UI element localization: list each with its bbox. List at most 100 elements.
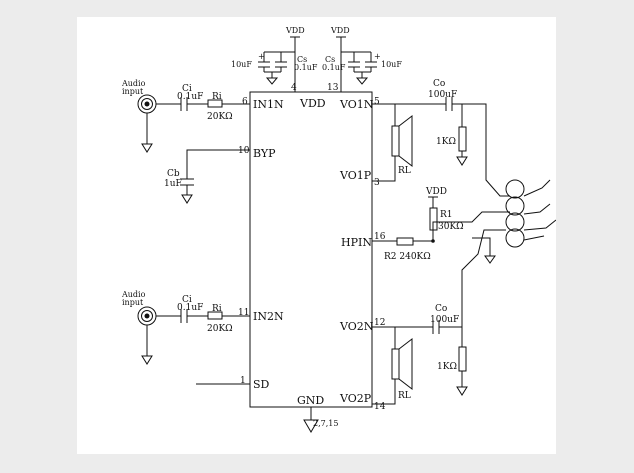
speaker-rl-top xyxy=(391,114,413,168)
wire-vo2n xyxy=(372,326,463,347)
label-rl-top: RL xyxy=(398,166,411,176)
pin-number-12: 12 xyxy=(374,318,385,328)
pin-number-4: 4 xyxy=(291,83,297,93)
label-ci-top-value: 0.1uF xyxy=(177,92,203,102)
pin-number-16: 16 xyxy=(374,232,386,242)
capacitor-cs-left xyxy=(275,52,287,72)
wire-jack-sense xyxy=(472,237,491,256)
pin-label-byp: BYP xyxy=(253,147,276,160)
pin-number-14: 14 xyxy=(374,402,386,412)
svg-text:+: + xyxy=(258,52,265,61)
ic-body xyxy=(249,91,373,408)
wire-vo1n xyxy=(372,103,463,127)
label-co-bottom-value: 100uF xyxy=(430,315,459,325)
label-ri-bottom-name: Ri xyxy=(212,304,222,314)
wire-speaker-bottom xyxy=(372,327,396,405)
pin-number-3: 3 xyxy=(374,178,380,188)
label-cs-left-value: 0.1uF xyxy=(294,63,318,72)
label-10uf-left: 10uF xyxy=(231,60,252,69)
ground-decouple-right xyxy=(354,71,371,85)
label-10uf-right: 10uF xyxy=(381,60,402,69)
label-co-top-name: Co xyxy=(433,79,445,89)
pin-label-vo1n: VO1N xyxy=(339,98,374,111)
capacitor-10uf-right: + xyxy=(365,52,381,72)
label-1k-bottom: 1KΩ xyxy=(437,362,457,372)
wire-hpin-to-jack xyxy=(432,211,510,241)
pin-number-11: 11 xyxy=(238,308,249,318)
wire-byp xyxy=(186,149,250,179)
audio-input-top-line2: input xyxy=(122,87,144,96)
label-rl-bottom: RL xyxy=(398,391,411,401)
pin-label-vo2n: VO2N xyxy=(339,320,374,333)
pin-label-vo2p: VO2P xyxy=(339,392,372,405)
ground-input-top xyxy=(141,113,153,153)
audio-input-jack-top xyxy=(137,94,157,114)
label-ci-bottom-value: 0.1uF xyxy=(177,303,203,313)
label-ci-bottom-name: Ci xyxy=(182,295,192,305)
pin-label-hpin: HPIN xyxy=(341,236,372,249)
pin-number-13: 13 xyxy=(327,83,339,93)
wire-out-bottom-to-jack xyxy=(461,229,506,327)
label-cs-right-name: Cs xyxy=(325,55,335,64)
wire-speaker-top xyxy=(372,104,396,182)
capacitor-10uf-left: + xyxy=(258,52,270,72)
resistor-ri-bottom xyxy=(207,311,223,320)
label-ri-top-value: 20KΩ xyxy=(207,112,233,122)
label-cs-left-name: Cs xyxy=(297,55,307,64)
pin-number-1: 1 xyxy=(240,376,246,386)
wire-vdd-left xyxy=(290,36,300,92)
pin-label-sd: SD xyxy=(253,378,270,391)
ground-input-bottom xyxy=(141,325,153,365)
svg-text:+: + xyxy=(374,52,381,61)
audio-input-bottom-line2: input xyxy=(122,298,144,307)
resistor-r2 xyxy=(396,237,414,246)
wire-vdd-r1 xyxy=(428,196,438,208)
label-cb-value: 1uF xyxy=(164,179,182,189)
label-r1-name: R1 xyxy=(440,210,453,220)
schematic-sheet: IN1N VDD VO1N BYP VO1P HPIN IN2N VO2N SD… xyxy=(77,17,556,454)
pin-number-10: 10 xyxy=(238,146,250,156)
label-r1-value: 30KΩ xyxy=(438,222,464,232)
pin-label-in1n: IN1N xyxy=(253,98,284,111)
pin-label-in2n: IN2N xyxy=(253,310,284,323)
label-cs-right-value: 0.1uF xyxy=(322,63,346,72)
label-co-top-value: 100uF xyxy=(428,90,457,100)
resistor-1k-top xyxy=(456,126,468,166)
amplifier-schematic: IN1N VDD VO1N BYP VO1P HPIN IN2N VO2N SD… xyxy=(121,26,556,433)
pin-label-gnd: GND xyxy=(297,394,324,407)
headphone-jack xyxy=(505,179,556,248)
capacitor-ci-bottom xyxy=(180,309,188,323)
wire-out-top-to-jack xyxy=(462,103,510,197)
ground-decouple-left xyxy=(264,71,281,85)
audio-input-bottom-line1: Audio xyxy=(121,290,146,299)
label-ci-top-name: Ci xyxy=(182,84,192,94)
ground-ic xyxy=(303,407,319,433)
pin-label-vdd: VDD xyxy=(299,97,326,110)
label-ri-bottom-value: 20KΩ xyxy=(207,324,233,334)
speaker-rl-bottom xyxy=(391,337,413,391)
pin-number-5: 5 xyxy=(374,97,380,107)
capacitor-co-bottom xyxy=(432,320,440,334)
pin-label-vo1p: VO1P xyxy=(339,169,372,182)
capacitor-ci-top xyxy=(180,97,188,111)
label-co-bottom-name: Co xyxy=(435,304,447,314)
label-vdd-left: VDD xyxy=(285,26,305,35)
wire-vdd-right xyxy=(336,36,346,92)
resistor-ri-top xyxy=(207,99,223,108)
capacitor-cs-right xyxy=(348,52,360,72)
capacitor-cb xyxy=(180,178,194,204)
label-ri-top-name: Ri xyxy=(212,92,222,102)
audio-input-jack-bottom xyxy=(137,306,157,326)
label-vdd-r1: VDD xyxy=(425,187,447,197)
label-cb-name: Cb xyxy=(167,169,180,179)
label-1k-top: 1KΩ xyxy=(436,137,456,147)
pin-number-gnd: 2,7,15 xyxy=(313,419,338,428)
pin-number-6: 6 xyxy=(242,97,248,107)
label-vdd-right: VDD xyxy=(330,26,350,35)
label-r2: R2 240KΩ xyxy=(384,252,431,262)
ground-jack xyxy=(484,255,496,264)
capacitor-co-top xyxy=(445,97,453,111)
resistor-1k-bottom xyxy=(456,346,468,396)
audio-input-top-line1: Audio xyxy=(121,79,146,88)
